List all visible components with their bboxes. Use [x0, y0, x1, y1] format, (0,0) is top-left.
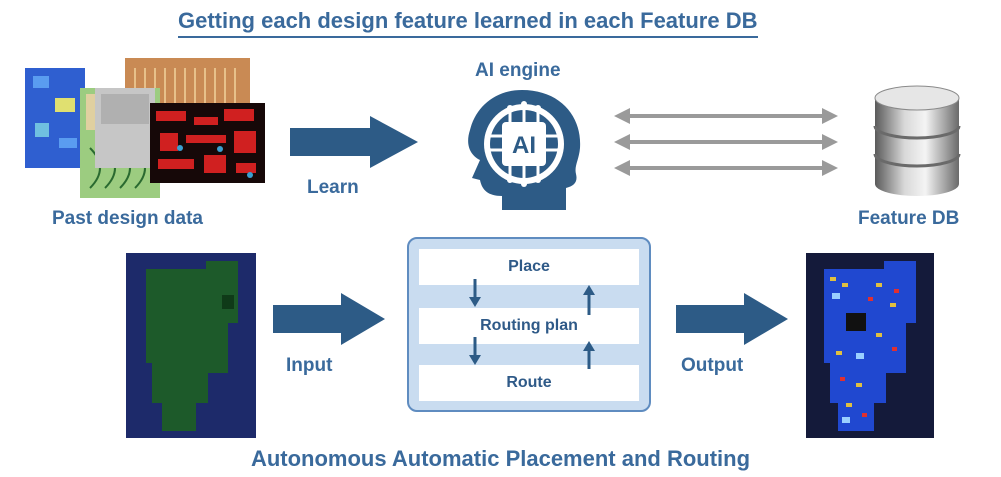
output-arrow — [676, 293, 788, 345]
step-route: Route — [419, 365, 639, 401]
diagram-subtitle: Autonomous Automatic Placement and Routi… — [250, 446, 751, 471]
process-panel: Place Routing plan Route — [407, 237, 651, 412]
output-label: Output — [681, 355, 744, 376]
ai-head-icon: AI — [468, 90, 581, 210]
pcb-image-blue — [25, 68, 85, 168]
input-board-image — [126, 253, 256, 438]
step-place: Place — [419, 249, 639, 285]
learn-label: Learn — [307, 177, 359, 198]
input-label: Input — [286, 355, 333, 376]
diagram-title: Getting each design feature learned in e… — [178, 8, 758, 38]
process-flow-arrows — [469, 279, 595, 369]
past-design-data-label: Past design data — [52, 208, 203, 229]
pcb-image-red — [150, 103, 265, 183]
past-design-images — [25, 58, 265, 208]
input-arrow — [273, 293, 385, 345]
feature-db-label: Feature DB — [858, 208, 960, 229]
ai-engine-label: AI engine — [475, 60, 561, 81]
learn-arrow — [290, 116, 418, 168]
pcb-image-grey — [95, 88, 155, 168]
pcb-image-orange — [125, 58, 250, 128]
ai-badge-text: AI — [512, 132, 536, 159]
step-routing-plan: Routing plan — [419, 308, 639, 344]
database-icon — [873, 85, 961, 196]
output-board-image — [806, 253, 934, 438]
sync-arrows — [614, 108, 838, 176]
